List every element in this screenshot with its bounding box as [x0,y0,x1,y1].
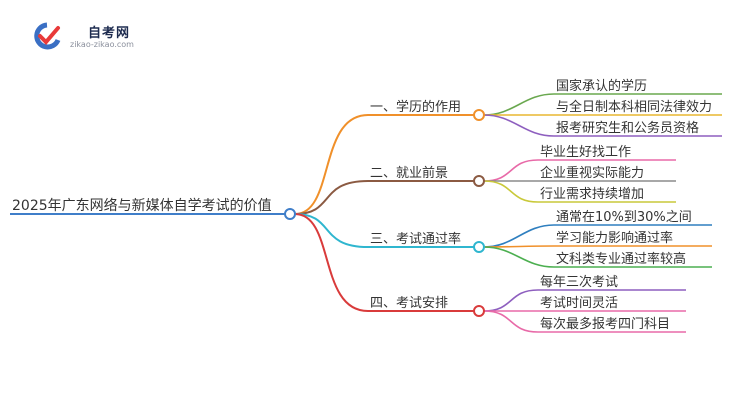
leaf-connector [483,245,712,248]
leaf-label: 企业重视实际能力 [540,165,644,181]
site-logo[interactable]: 自考网 zikao-zikao.com [32,18,152,54]
logo-title: 自考网 [88,26,131,41]
leaf-label: 考试时间灵活 [540,296,618,311]
leaf-label: 通常在10%到30%之间 [556,210,692,225]
leaf-label: 每次最多报考四门科目 [540,316,670,332]
leaf-label: 行业需求持续增加 [540,187,644,202]
branch-label: 二、就业前景 [370,165,448,181]
branch-node-dot[interactable] [473,305,485,317]
logo-subtitle: zikao-zikao.com [70,40,134,49]
leaf-label: 国家承认的学历 [556,78,647,94]
leaf-label: 文科类专业通过率较高 [556,251,686,267]
branch-connector [294,180,476,215]
leaf-label: 毕业生好找工作 [540,145,631,160]
leaf-connector [483,310,686,333]
branch-connector [294,114,476,215]
leaf-connector [483,224,712,248]
logo-mark-icon [34,22,61,50]
branch-label: 四、考试安排 [370,296,448,311]
branch-node-dot[interactable] [473,241,485,253]
branch-node-dot[interactable] [473,109,485,121]
leaf-connector [483,289,686,312]
branch-label: 三、考试通过率 [370,231,461,247]
branch-label: 一、学历的作用 [370,99,461,115]
leaf-label: 报考研究生和公务员资格 [556,120,699,136]
leaf-label: 每年三次考试 [540,274,618,290]
leaf-label: 与全日制本科相同法律效力 [556,99,712,115]
leaf-connector [483,246,712,268]
branch-node-dot[interactable] [473,175,485,187]
mind-map-nodes: 2025年广东网络与新媒体自学考试的价值 一、学历的作用 二、就业前景 三、考试… [10,78,712,332]
leaf-connector [483,114,722,137]
branch-connector [294,213,476,248]
leaf-connector [483,93,722,116]
mind-map-links [294,93,722,333]
leaf-connector [483,159,676,182]
root-node-dot[interactable] [284,208,296,220]
leaf-label: 学习能力影响通过率 [556,230,673,246]
root-label: 2025年广东网络与新媒体自学考试的价值 [12,198,272,214]
leaf-connector [483,180,676,203]
branch-connector [294,213,476,312]
